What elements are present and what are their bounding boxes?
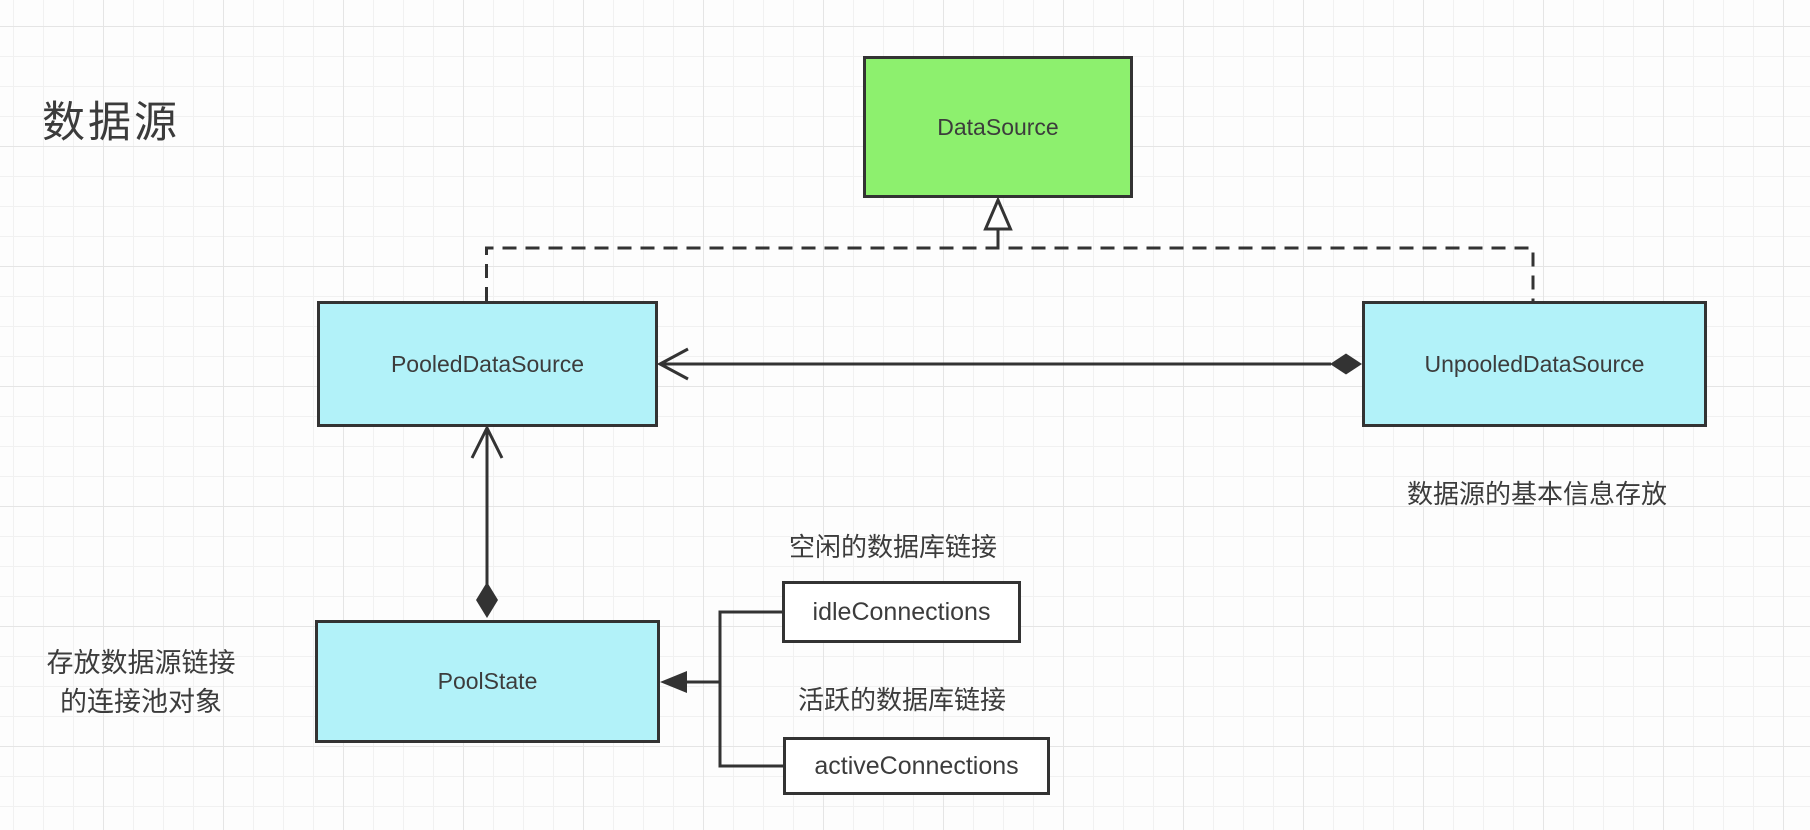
open-arrowhead-up-icon bbox=[470, 424, 504, 459]
node-datasource[interactable]: DataSource bbox=[863, 56, 1133, 198]
annotation-pool-state-note: 存放数据源链接 的连接池对象 bbox=[0, 644, 282, 722]
annotation-unpooled-note: 数据源的基本信息存放 bbox=[1406, 479, 1667, 509]
node-pooled-datasource-label: PooledDataSource bbox=[390, 350, 585, 377]
node-pooled-datasource[interactable]: PooledDataSource bbox=[317, 301, 658, 427]
annotation-pool-state-note-line2: 的连接池对象 bbox=[60, 687, 222, 717]
inheritance-dashed-connector bbox=[485, 246, 1535, 301]
annotation-pool-state-note-line1: 存放数据源链接 bbox=[46, 648, 236, 678]
filled-arrowhead-left-icon bbox=[660, 671, 687, 693]
node-unpooled-datasource-label: UnpooledDataSource bbox=[1424, 350, 1645, 377]
node-active-connections[interactable]: activeConnections bbox=[783, 737, 1050, 795]
node-active-connections-label: activeConnections bbox=[814, 751, 1019, 780]
node-idle-connections[interactable]: idleConnections bbox=[782, 581, 1021, 643]
aggregation-diamond-poolstate-icon bbox=[476, 582, 498, 618]
node-datasource-label: DataSource bbox=[937, 113, 1059, 140]
node-pool-state[interactable]: PoolState bbox=[315, 620, 660, 743]
node-idle-connections-label: idleConnections bbox=[812, 597, 991, 626]
annotation-active-note: 活跃的数据库链接 bbox=[797, 685, 1006, 715]
open-arrowhead-left-icon bbox=[656, 347, 689, 381]
aggregation-diamond-unpooled-icon bbox=[1330, 353, 1362, 375]
page-title: 数据源 bbox=[42, 99, 180, 147]
annotation-idle-note: 空闲的数据库链接 bbox=[788, 532, 997, 562]
node-unpooled-datasource[interactable]: UnpooledDataSource bbox=[1362, 301, 1707, 427]
node-pool-state-label: PoolState bbox=[437, 668, 538, 694]
generalization-arrowhead-icon bbox=[983, 196, 1013, 231]
